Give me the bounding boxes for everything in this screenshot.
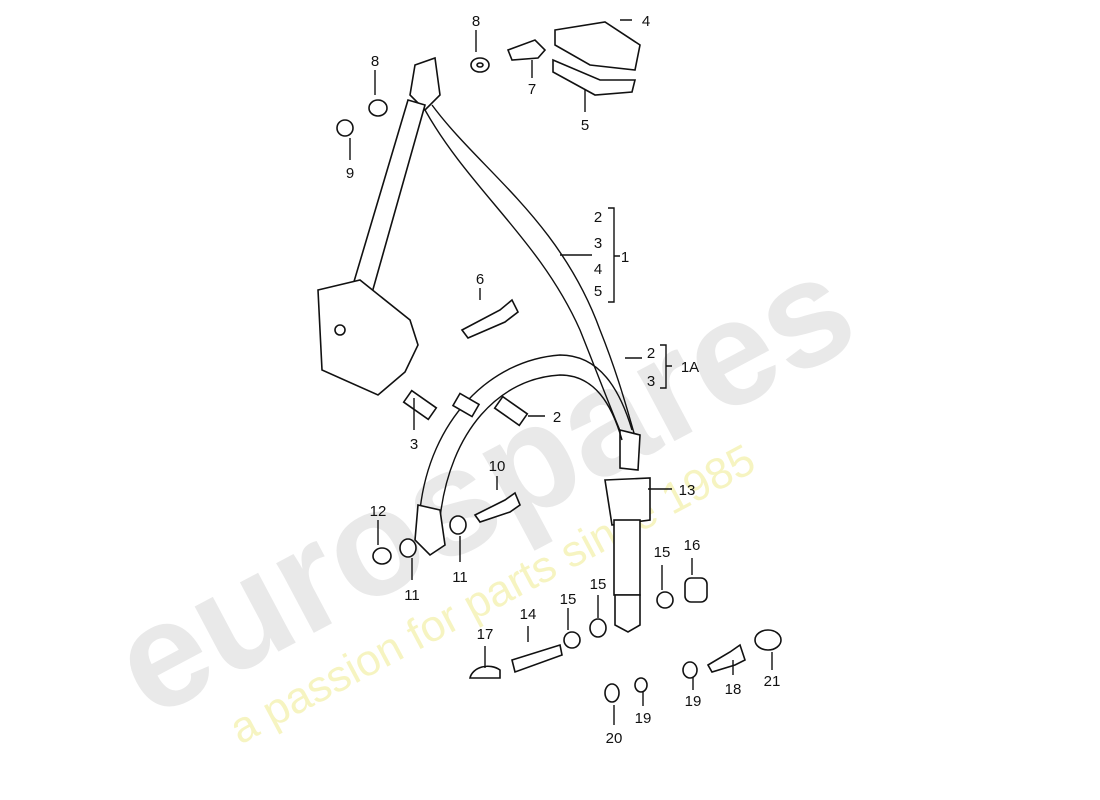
buckle-assembly: [604, 477, 651, 633]
callout-15: 15: [590, 576, 607, 593]
callout-13: 13: [679, 482, 696, 499]
callout-10: 10: [489, 458, 506, 475]
lap-anchor: [414, 504, 446, 557]
upper-anchor-plate: [409, 56, 441, 112]
callout-18: 18: [725, 681, 742, 698]
tongue-plate: [619, 428, 641, 471]
group1-label: 1: [621, 249, 629, 266]
lap-belt: [402, 354, 633, 557]
cover-5: [552, 58, 637, 96]
group1a-item-3: 3: [647, 373, 655, 390]
callout-11: 11: [452, 569, 468, 586]
callout-2: 2: [553, 409, 561, 426]
group1a-item-2: 2: [647, 345, 655, 362]
callout-20: 20: [606, 730, 623, 747]
retractor: [317, 279, 419, 396]
bolt-10: [473, 491, 521, 523]
callout-8: 8: [371, 53, 379, 70]
callout-6: 6: [476, 271, 484, 288]
buckle: [604, 477, 651, 526]
callout-5: 5: [581, 117, 589, 134]
callout-14: 14: [520, 606, 537, 623]
callout-21: 21: [764, 673, 781, 690]
hardware: [336, 21, 782, 703]
group1-item-2: 2: [594, 209, 602, 226]
callout-16: 16: [684, 537, 701, 554]
leader-lines: [349, 19, 773, 725]
callout-7: 7: [528, 81, 536, 98]
callout-15: 15: [560, 591, 577, 608]
callout-labels: 8 4 7 5 8 9 6 2 3 4 5 1 2 3 1A 3 2 10 13…: [346, 13, 781, 747]
group1a-label: 1A: [681, 359, 699, 376]
group1-item-4: 4: [594, 261, 602, 278]
group1-item-3: 3: [594, 235, 602, 252]
bolt-7: [506, 39, 547, 61]
callout-4: 4: [642, 13, 650, 30]
callout-3: 3: [410, 436, 418, 453]
group1-item-5: 5: [594, 283, 602, 300]
belt-clip-2: [493, 395, 529, 427]
callout-11: 11: [404, 587, 420, 604]
sleeve-21: [754, 629, 782, 651]
belt-clip-3: [402, 389, 438, 421]
shoulder-belt: [317, 56, 641, 471]
belt-strap-vertical: [348, 99, 426, 301]
bolt-14: [511, 643, 563, 674]
callout-9: 9: [346, 165, 354, 182]
bolt-18: [706, 643, 746, 673]
callout-17: 17: [477, 626, 494, 643]
cover-4: [554, 21, 641, 71]
callout-15: 15: [654, 544, 671, 561]
callout-8: 8: [472, 13, 480, 30]
bolt-6: [460, 298, 520, 339]
callout-12: 12: [370, 503, 387, 520]
callout-19: 19: [685, 693, 702, 710]
callout-19: 19: [635, 710, 652, 727]
